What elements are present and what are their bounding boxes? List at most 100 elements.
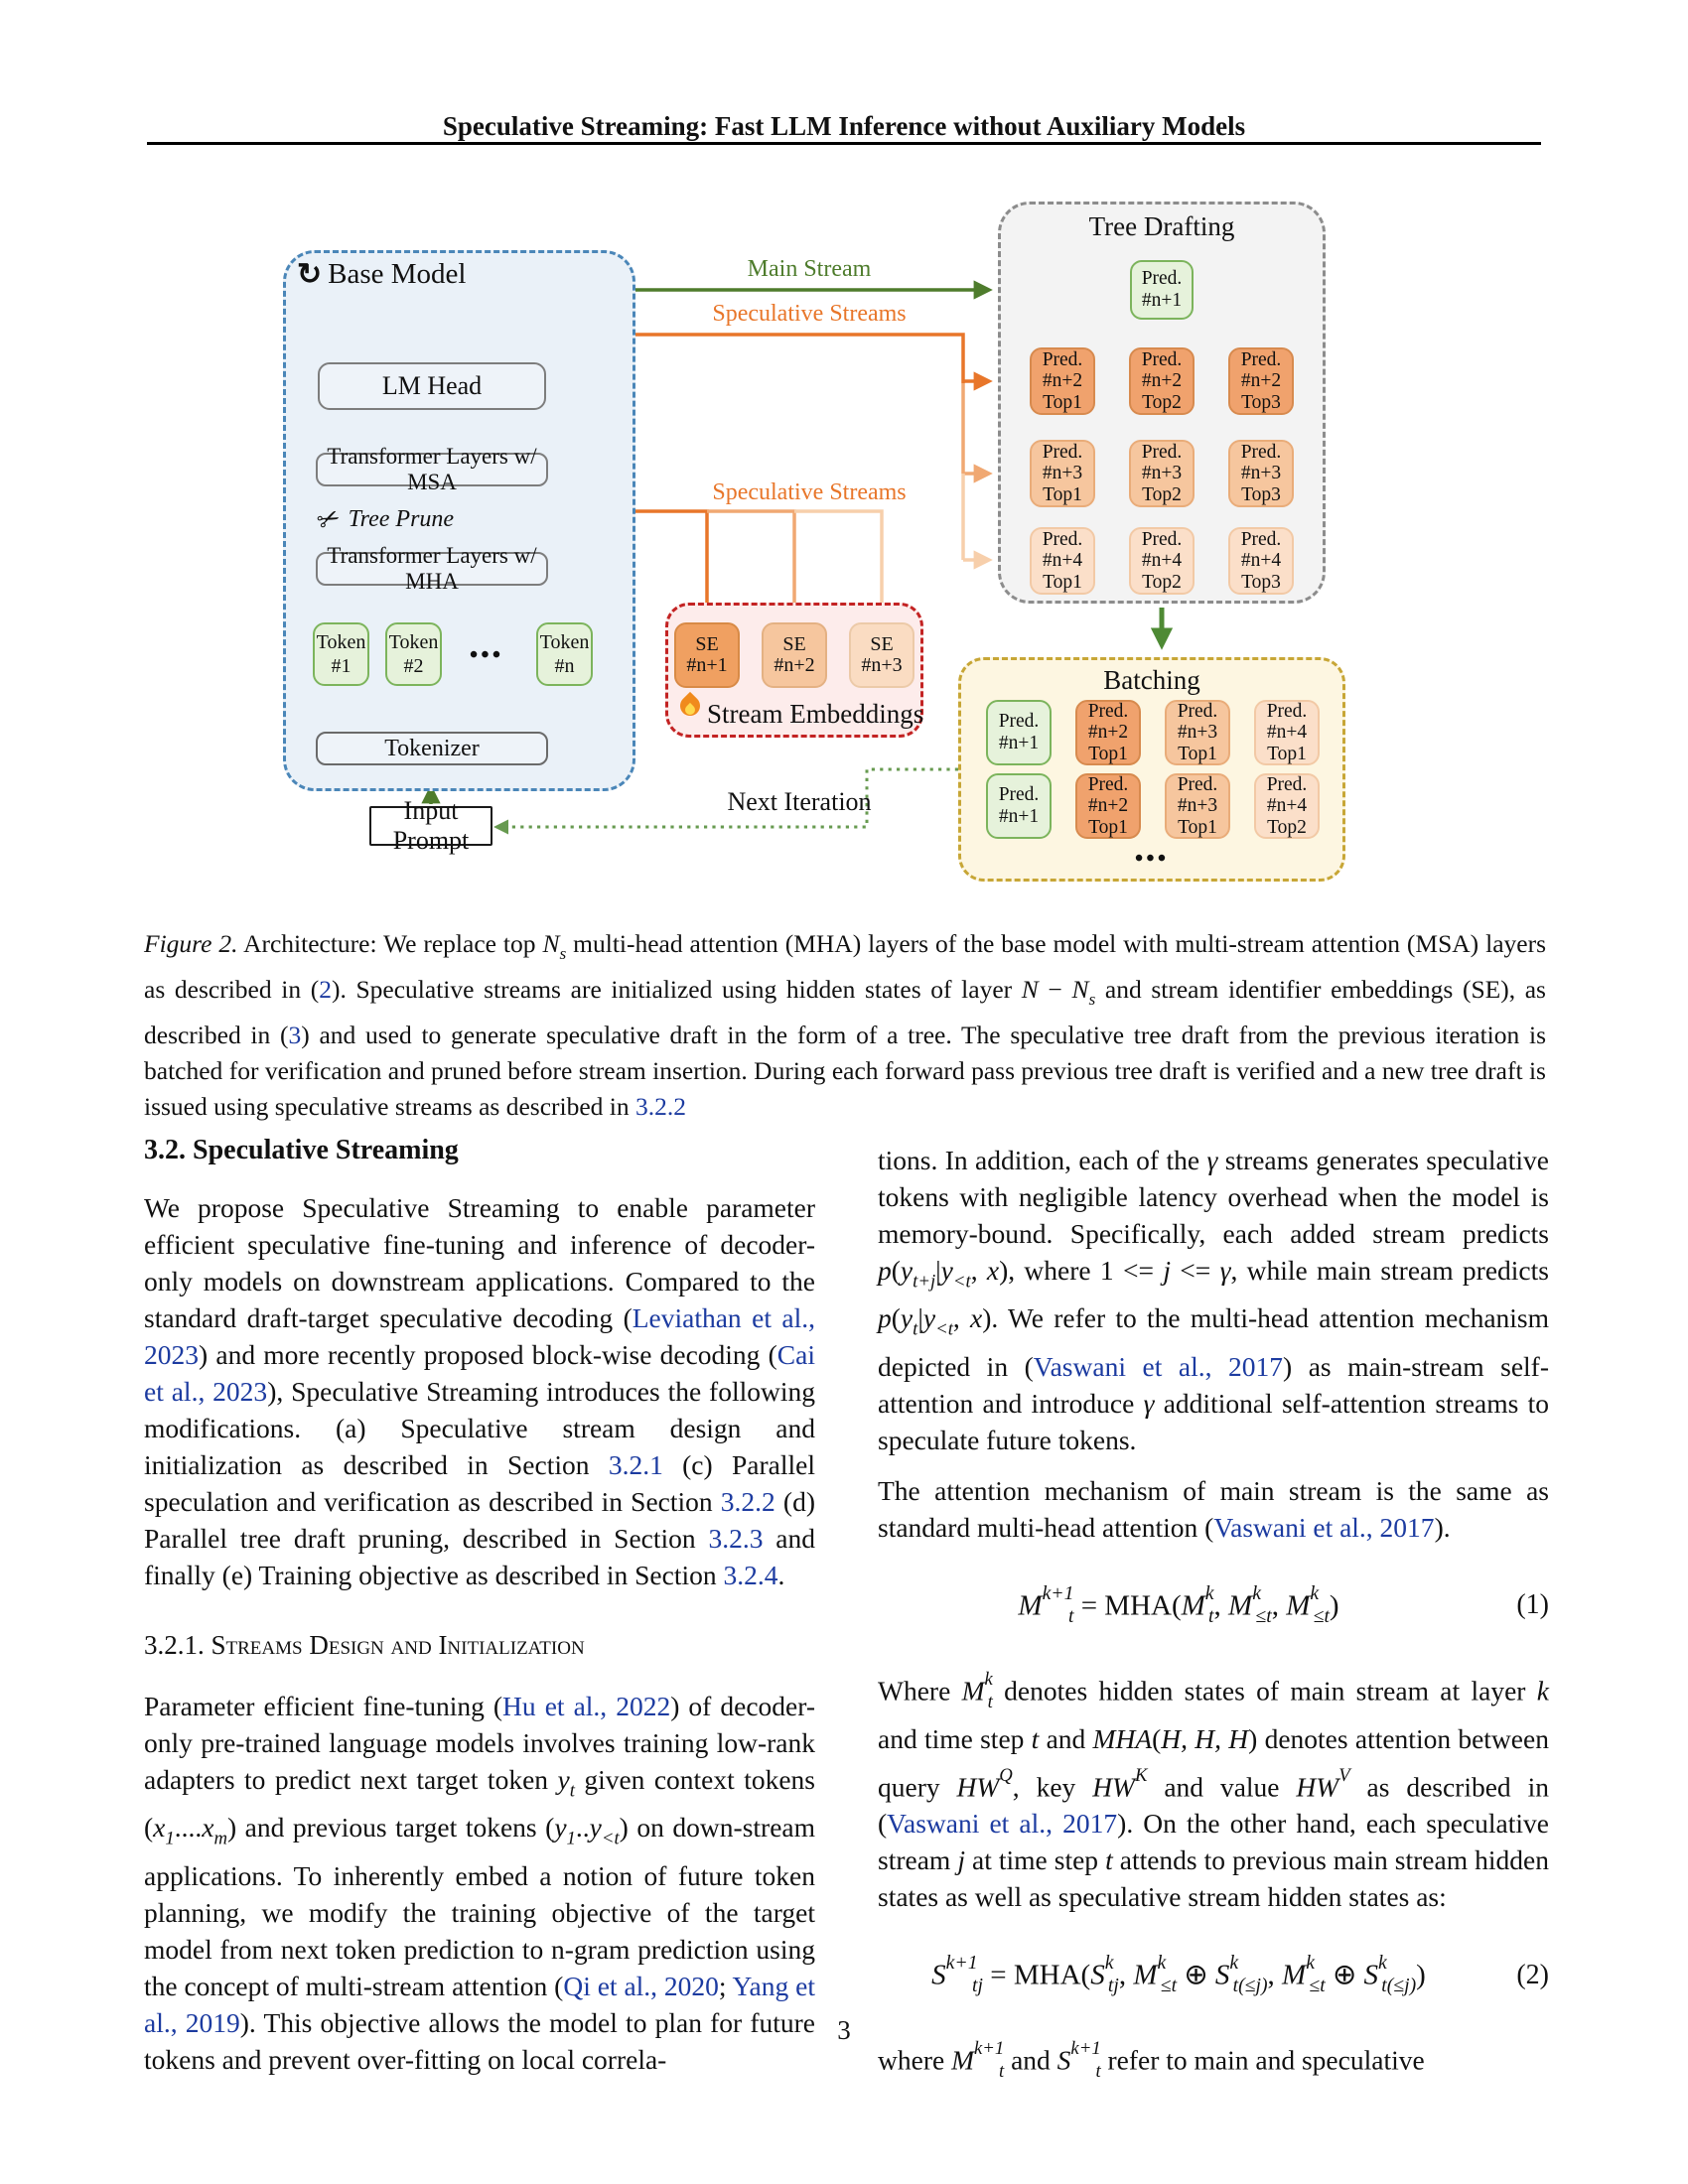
text-segment: y xyxy=(922,1302,936,1334)
text-segment: ≤t xyxy=(1255,1604,1272,1627)
text-segment: ; xyxy=(718,1970,733,2001)
ref-link[interactable]: Qi et al., 2020 xyxy=(563,1970,719,2001)
text-segment: M xyxy=(1133,1959,1158,1991)
ref-link[interactable]: Vaswani et al., 2017 xyxy=(1213,1511,1435,1543)
text-segment: (d) Parallel tree draft pruning, describ… xyxy=(144,1486,815,1554)
base-model-label: Base Model xyxy=(328,258,467,290)
text-segment: k xyxy=(1204,1581,1214,1604)
text-segment: k xyxy=(1104,1952,1114,1975)
text-segment: N xyxy=(542,929,560,958)
speculative-streams-label-mid: Speculative Streams xyxy=(712,479,907,505)
text-segment: k+1 xyxy=(973,2038,1005,2060)
right-column: tions. In addition, each of the γ stream… xyxy=(878,1120,1549,2104)
text-segment: ). Speculative streams are initialized u… xyxy=(331,975,1022,1005)
text-segment: M xyxy=(1181,1589,1205,1622)
text-segment: ) and used to generate speculative draft… xyxy=(144,1021,1546,1122)
se-box-1: SE#n+1 xyxy=(674,622,740,688)
text-segment: p xyxy=(878,1302,892,1334)
batch-node: Pred.#n+1 xyxy=(986,773,1052,839)
base-model-header: ↻ Base Model xyxy=(297,258,466,291)
text-segment: <t xyxy=(601,1828,620,1849)
equation-tag: (2) xyxy=(1516,1959,1549,1990)
text-segment: s xyxy=(559,944,567,964)
text-segment: M xyxy=(1286,1589,1311,1622)
text-segment: as described in ( xyxy=(878,1771,1549,1840)
text-segment: , xyxy=(1213,1589,1229,1622)
text-segment: , xyxy=(1271,1589,1287,1622)
text-segment: .... xyxy=(174,1812,203,1843)
text-segment: ( xyxy=(1152,1722,1162,1754)
text-segment: k xyxy=(1252,1581,1261,1604)
ref-link[interactable]: Leviathan et al., 2023 xyxy=(144,1302,815,1370)
text-segment: tj xyxy=(972,1975,983,1997)
ref-link[interactable]: Yang et al., 2019 xyxy=(144,1970,815,2038)
text-segment: k+1 xyxy=(1042,1581,1074,1604)
ref-link[interactable]: Hu et al., 2022 xyxy=(502,1691,671,1721)
text-segment: ) xyxy=(1329,1589,1339,1622)
text-segment: x xyxy=(153,1812,166,1843)
text-segment: We propose Speculative Streaming to enab… xyxy=(144,1192,815,1333)
text-segment: k+1 xyxy=(945,1952,978,1975)
text-segment: tions. In addition, each of the xyxy=(878,1145,1207,1175)
input-prompt-box: Input Prompt xyxy=(369,796,492,855)
text-segment: y xyxy=(554,1812,567,1843)
ref-link[interactable]: Vaswani et al., 2017 xyxy=(887,1808,1118,1840)
next-iteration-path xyxy=(493,767,958,835)
ref-link[interactable]: Cai et al., 2023 xyxy=(144,1339,815,1407)
ref-link[interactable]: 3 xyxy=(288,1021,302,1050)
text-segment: γ xyxy=(1206,1145,1218,1175)
text-segment: ) xyxy=(1248,1722,1258,1754)
text-segment: t xyxy=(1105,1844,1113,1876)
text-segment: and value xyxy=(1147,1771,1297,1803)
ref-link[interactable]: 3.2.2 xyxy=(720,1486,775,1517)
paragraph: Parameter efficient fine-tuning (Hu et a… xyxy=(144,1688,815,2078)
text-segment: ) xyxy=(1416,1959,1426,1991)
ref-link[interactable]: 2 xyxy=(319,975,332,1005)
text-segment: attends to previous main stream hidden s… xyxy=(878,1844,1549,1913)
text-segment: multi-head attention (MHA) layers of the… xyxy=(144,929,1546,1005)
tree-prune-label: ✂ Tree Prune xyxy=(312,500,455,538)
text-segment: given context tokens ( xyxy=(144,1764,816,1843)
text-segment: t(≤j) xyxy=(1232,1975,1268,1997)
text-segment: where xyxy=(878,2044,952,2076)
text-segment: s xyxy=(1088,990,1096,1010)
text-segment: <= xyxy=(1170,1255,1220,1286)
text-segment: ) as main-stream self-attention and intr… xyxy=(878,1350,1549,1419)
text-segment: Figure 2. xyxy=(144,929,238,958)
ref-link[interactable]: Vaswani et al., 2017 xyxy=(1033,1350,1284,1382)
text-segment: k xyxy=(1306,1952,1315,1975)
page-number: 3 xyxy=(837,2015,851,2045)
text-segment: − xyxy=(1038,975,1072,1005)
text-segment: ( xyxy=(891,1302,901,1334)
text-segment: ), where 1 xyxy=(999,1255,1123,1286)
subsection-heading-3-2-1: 3.2.1. Streams Design and Initialization xyxy=(144,1630,585,1660)
batch-node: Pred.#n+1 xyxy=(986,700,1052,765)
text-segment: V xyxy=(1338,1764,1350,1786)
text-segment: denotes hidden states of main stream at … xyxy=(992,1675,1537,1706)
ref-link[interactable]: 3.2.2 xyxy=(635,1092,687,1122)
section-heading-3-2: 3.2. Speculative Streaming xyxy=(144,1135,459,1165)
ref-link[interactable]: 3.2.4 xyxy=(723,1560,778,1590)
text-segment: S xyxy=(931,1959,946,1991)
text-segment: j xyxy=(957,1844,965,1876)
ref-link[interactable]: 3.2.1 xyxy=(608,1449,663,1480)
next-iteration-label: Next Iteration xyxy=(727,787,872,816)
ref-link[interactable]: 3.2.3 xyxy=(708,1523,764,1554)
text-segment: at time step xyxy=(964,1844,1106,1876)
text-segment: and finally (e) Training objective as de… xyxy=(144,1523,815,1590)
text-segment: Where xyxy=(878,1675,962,1706)
text-segment: denotes attention between query xyxy=(878,1722,1549,1803)
text-segment: p xyxy=(878,1255,892,1286)
text-segment: M xyxy=(961,1675,985,1706)
text-segment: y xyxy=(589,1812,602,1843)
text-segment: ) of decoder-only pre-trained language m… xyxy=(144,1691,815,1795)
equation-2: Sk+1tj = MHA(Sktj, Mk≤t ⊕ Skt(≤j), Mk≤t … xyxy=(878,1945,1549,2004)
text-segment: ) and previous target tokens ( xyxy=(226,1812,555,1843)
text-segment: t(≤j) xyxy=(1381,1975,1417,1997)
